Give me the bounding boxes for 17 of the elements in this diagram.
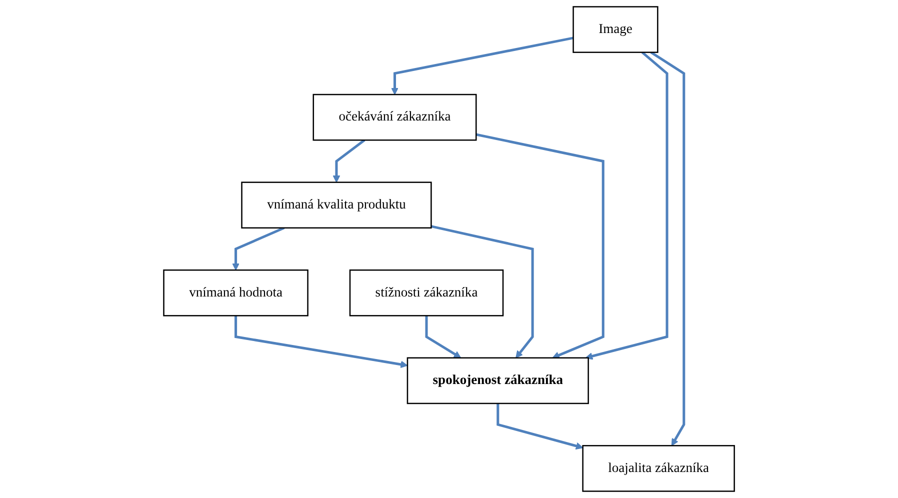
- arrow: [476, 133, 604, 359]
- node-box: vnímaná kvalita produktu: [241, 182, 432, 229]
- node-box: vnímaná hodnota: [163, 269, 308, 316]
- arrow: [496, 403, 584, 450]
- arrow: [234, 316, 408, 368]
- arrow: [650, 51, 686, 446]
- arrow: [232, 226, 285, 270]
- arrow: [332, 139, 366, 183]
- arrow: [585, 51, 668, 360]
- node-box: očekávání zákazníka: [312, 94, 477, 141]
- arrow: [390, 36, 574, 95]
- node-box: loajalita zákazníka: [582, 445, 735, 492]
- node-box: spokojenost zákazníka: [406, 357, 589, 404]
- node-box: Image: [572, 6, 658, 53]
- arrow: [430, 225, 534, 358]
- node-box: stížnosti zákazníka: [349, 269, 504, 316]
- arrow: [425, 316, 462, 358]
